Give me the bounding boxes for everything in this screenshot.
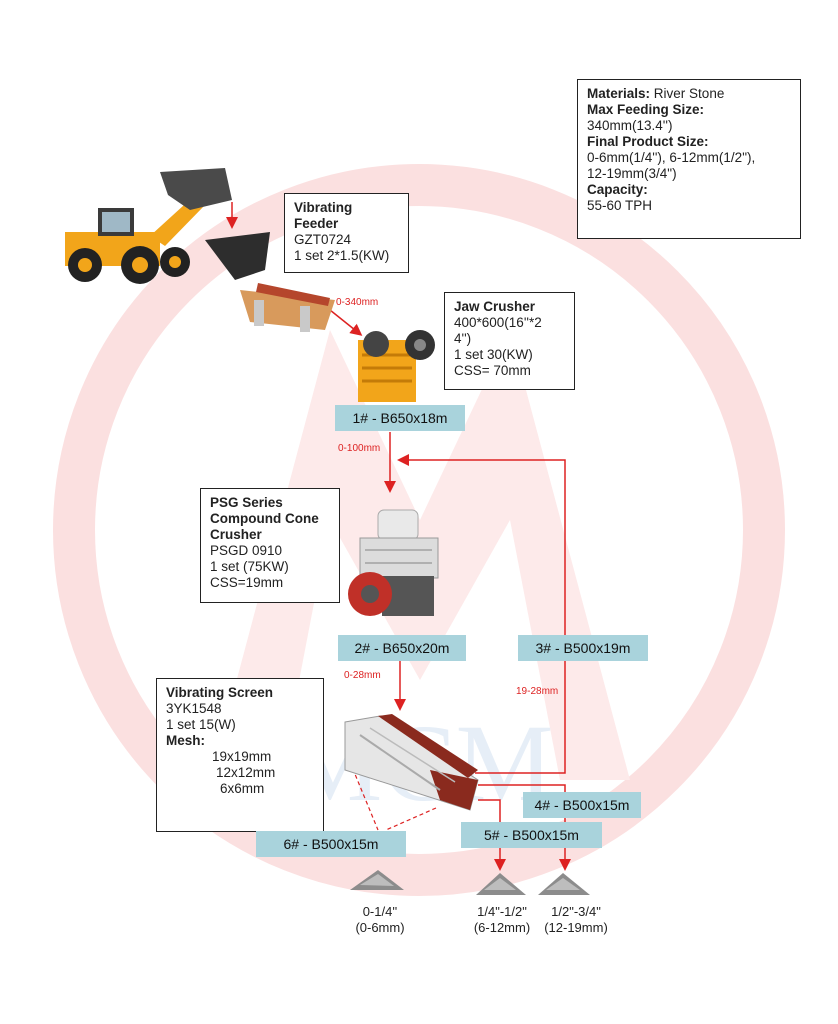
dashed-fines-left [349, 761, 379, 831]
conveyor-3-label: 3# - B500x19m [518, 635, 648, 661]
dashed-fines-right [385, 807, 437, 831]
jaw-css: CSS= 70mm [454, 363, 531, 378]
size-label-return: 19-28mm [516, 686, 559, 697]
cone-crusher-icon [348, 509, 439, 616]
product-fines-line2: (0-6mm) [355, 920, 405, 935]
screen-spec: 1 set 15(W) [166, 717, 236, 732]
vibrating-screen-icon [344, 714, 479, 811]
final-size-label: Final Product Size: [587, 134, 709, 149]
cone-title1: PSG Series [210, 495, 283, 510]
cone-spec: 1 set (75KW) [210, 559, 289, 574]
jaw-crusher-info-box: Jaw Crusher 400*600(16''*2 4'') 1 set 30… [444, 292, 575, 390]
screen-model: 3YK1548 [166, 701, 222, 716]
materials-value: River Stone [653, 86, 725, 101]
product-coarse-line2: (12-19mm) [544, 920, 608, 935]
jaw-title: Jaw Crusher [454, 299, 536, 314]
stone-pile-medium-icon [476, 873, 526, 895]
max-feed-value: 340mm(13.4'') [587, 118, 673, 133]
stone-pile-coarse-icon [538, 873, 590, 895]
feeder-title1: Vibrating [294, 200, 353, 215]
screen-info-box: Vibrating Screen 3YK1548 1 set 15(W) Mes… [156, 678, 324, 832]
feeder-spec: 1 set 2*1.5(KW) [294, 248, 390, 263]
conveyor-4-label: 4# - B500x15m [523, 792, 641, 818]
final-size-line2: 12-19mm(3/4") [587, 166, 677, 181]
mesh-label: Mesh: [166, 733, 206, 748]
product-medium-line2: (6-12mm) [473, 920, 531, 935]
max-feed-label: Max Feeding Size: [587, 102, 705, 117]
jaw-model2: 4'') [454, 331, 472, 346]
size-label-cone-out: 0-28mm [344, 670, 381, 681]
arrow-return-loop [397, 454, 566, 774]
capacity-label: Capacity: [587, 182, 648, 197]
cone-model: PSGD 0910 [210, 543, 283, 558]
size-label-feed: 0-340mm [336, 297, 379, 308]
jaw-crusher-icon [358, 330, 435, 402]
conveyor-5-label: 5# - B500x15m [461, 822, 602, 848]
conveyor-6-label: 6# - B500x15m [256, 831, 406, 857]
arrow-feeder-jaw [329, 309, 363, 336]
size-label-jaw-out: 0-100mm [338, 443, 381, 454]
mesh-19: 19x19mm [212, 749, 272, 764]
cone-crusher-info-box: PSG Series Compound Cone Crusher PSGD 09… [200, 488, 340, 603]
stone-pile-fines-icon [350, 870, 404, 890]
product-medium-label: 1/4"-1/2" (6-12mm) [462, 904, 542, 936]
vibrating-feeder-icon [205, 232, 335, 332]
cone-css: CSS=19mm [210, 575, 284, 590]
final-size-line1: 0-6mm(1/4''), 6-12mm(1/2"), [587, 150, 756, 165]
feeder-model: GZT0724 [294, 232, 352, 247]
capacity-value: 55-60 TPH [587, 198, 653, 213]
product-coarse-label: 1/2"-3/4" (12-19mm) [534, 904, 618, 936]
jaw-model1: 400*600(16''*2 [454, 315, 542, 330]
product-fines-label: 0-1/4'' (0-6mm) [337, 904, 423, 936]
wheel-loader-icon [65, 168, 232, 284]
mesh-6: 6x6mm [220, 781, 265, 796]
product-fines-line1: 0-1/4'' [362, 904, 398, 919]
feeder-title2: Feeder [294, 216, 339, 231]
cone-title2: Compound Cone [210, 511, 319, 526]
conveyor-1-label: 1# - B650x18m [335, 405, 465, 431]
product-coarse-line1: 1/2"-3/4" [551, 904, 601, 919]
product-medium-line1: 1/4"-1/2" [477, 904, 527, 919]
materials-info-box: Materials: River Stone Max Feeding Size:… [577, 79, 801, 239]
screen-title: Vibrating Screen [166, 685, 274, 700]
feeder-info-box: Vibrating Feeder GZT0724 1 set 2*1.5(KW) [284, 193, 409, 273]
mesh-12: 12x12mm [216, 765, 276, 780]
conveyor-2-label: 2# - B650x20m [338, 635, 466, 661]
materials-label: Materials: [587, 86, 651, 101]
cone-title3: Crusher [210, 527, 262, 542]
jaw-spec: 1 set 30(KW) [454, 347, 533, 362]
